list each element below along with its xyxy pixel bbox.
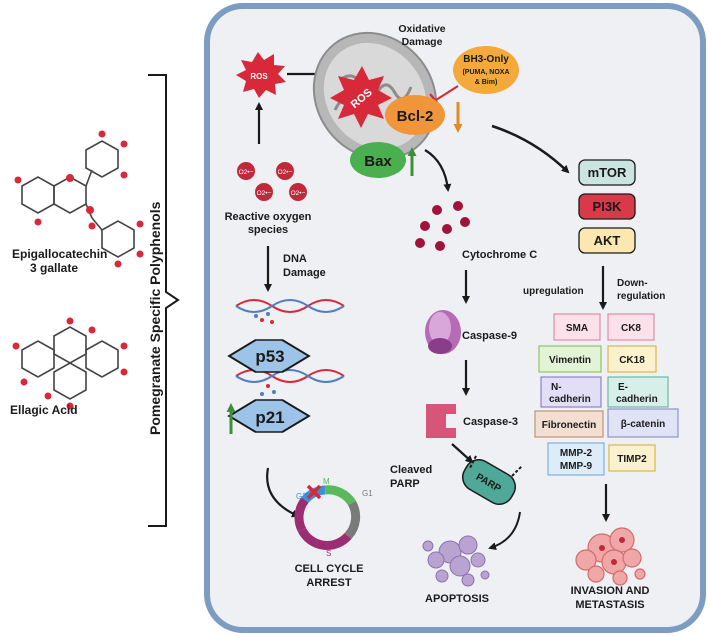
caspase9-icon bbox=[425, 310, 461, 354]
invasion-label-line1: INVASION AND bbox=[571, 585, 650, 597]
svg-text:β-catenin: β-catenin bbox=[621, 419, 665, 430]
grouping-brace bbox=[148, 74, 180, 527]
bh3-sub2: & Bim) bbox=[475, 79, 498, 86]
bh3-sub1: (PUMA, NOXA bbox=[462, 69, 509, 76]
marker-fibronectin: Fibronectin bbox=[534, 410, 604, 438]
caspase3-icon bbox=[426, 404, 456, 438]
svg-text:MMP-2: MMP-2 bbox=[560, 448, 593, 459]
arrow-caspase3-to-parp bbox=[451, 443, 474, 464]
svg-text:Fibronectin: Fibronectin bbox=[542, 420, 596, 431]
oxidative-damage-line2: Damage bbox=[402, 36, 443, 48]
superoxide-icon: O2•− bbox=[237, 162, 255, 180]
cell-cycle-label-line1: CELL CYCLE bbox=[295, 563, 364, 575]
p21-badge: p21 bbox=[227, 399, 311, 433]
svg-text:O2•−: O2•− bbox=[291, 190, 306, 197]
egcg-label-line2: 3 gallate bbox=[30, 261, 78, 275]
superoxide-icon: O2•− bbox=[255, 183, 273, 201]
p53-text: p53 bbox=[255, 347, 284, 366]
pi3k-text: PI3K bbox=[593, 199, 623, 214]
marker-n-cadherin: N- cadherin bbox=[540, 376, 602, 408]
svg-text:MMP-9: MMP-9 bbox=[560, 461, 593, 472]
phase-m-label: M bbox=[323, 477, 330, 486]
ros-badge: ROS bbox=[236, 52, 286, 98]
akt-box: AKT bbox=[578, 227, 636, 254]
bcl2-badge: Bcl-2 bbox=[385, 95, 445, 135]
reactive-oxygen-label-line1: Reactive oxygen bbox=[225, 211, 312, 223]
invasion-label-line2: METASTASIS bbox=[575, 599, 644, 611]
superoxide-icon: O2•− bbox=[276, 162, 294, 180]
phase-g1-label: G1 bbox=[362, 489, 373, 498]
bh3-title: BH3-Only bbox=[463, 54, 509, 65]
dna-damage-line2: Damage bbox=[283, 267, 326, 279]
p53-badge: p53 bbox=[227, 339, 311, 373]
marker-sma: SMA bbox=[553, 313, 601, 341]
polyphenol-group-label: Pomegranate Specific Polyphenols bbox=[147, 201, 163, 435]
mito-ros-badge: ROS bbox=[330, 66, 392, 128]
cytochrome-c-icon bbox=[415, 201, 470, 251]
arrow-mito-to-mtor bbox=[491, 124, 570, 174]
marker-beta-catenin: β-catenin bbox=[607, 408, 679, 438]
phase-s-label: S bbox=[326, 549, 331, 558]
apoptosis-label: APOPTOSIS bbox=[425, 593, 489, 605]
cleaved-parp-line1: Cleaved bbox=[390, 464, 432, 476]
mtor-box: mTOR bbox=[578, 159, 636, 186]
apoptotic-body-icon bbox=[422, 535, 490, 587]
marker-vimentin: Vimentin bbox=[538, 345, 602, 373]
cleaved-parp-line2: PARP bbox=[390, 478, 420, 490]
dna-damage-line1: DNA bbox=[283, 253, 307, 265]
oxidative-damage-line1: Oxidative bbox=[398, 23, 445, 35]
left-panel: Epigallocatechin 3 gallate Ellagic Acid … bbox=[10, 74, 180, 527]
egcg-label-line1: Epigallocatechin bbox=[12, 247, 107, 261]
marker-mmp: MMP-2 MMP-9 bbox=[547, 442, 605, 476]
bax-text: Bax bbox=[364, 153, 392, 170]
svg-text:E-: E- bbox=[618, 382, 628, 393]
svg-text:O2•−: O2•− bbox=[239, 169, 254, 176]
svg-text:cadherin: cadherin bbox=[616, 394, 658, 405]
akt-text: AKT bbox=[594, 233, 621, 248]
tumor-cluster-icon bbox=[575, 527, 646, 586]
upregulation-label: upregulation bbox=[523, 286, 584, 297]
mtor-text: mTOR bbox=[588, 165, 627, 180]
svg-text:TIMP2: TIMP2 bbox=[617, 454, 647, 465]
svg-text:SMA: SMA bbox=[566, 323, 588, 334]
marker-ck18: CK18 bbox=[607, 345, 657, 373]
ros-badge-text: ROS bbox=[250, 72, 268, 81]
svg-text:CK18: CK18 bbox=[619, 355, 645, 366]
phase-g2-label: G2 bbox=[296, 492, 307, 501]
bh3-only-badge: BH3-Only (PUMA, NOXA & Bim) bbox=[453, 46, 519, 94]
caspase9-label: Caspase-9 bbox=[462, 330, 517, 342]
svg-text:CK8: CK8 bbox=[621, 323, 641, 334]
egcg-molecule-icon bbox=[14, 130, 144, 268]
parp-badge: PARP bbox=[461, 455, 523, 505]
svg-text:O2•−: O2•− bbox=[257, 190, 272, 197]
ellagic-acid-label: Ellagic Acid bbox=[10, 403, 78, 417]
marker-ck8: CK8 bbox=[607, 313, 655, 341]
downregulation-line2: regulation bbox=[617, 291, 665, 302]
cell-cycle-label-line2: ARREST bbox=[306, 577, 352, 589]
marker-e-cadherin: E- cadherin bbox=[607, 376, 669, 408]
cytochrome-label: Cytochrome C bbox=[462, 249, 537, 261]
superoxide-group: O2•− O2•− O2•− O2•− bbox=[237, 162, 307, 201]
bax-badge: Bax bbox=[350, 142, 406, 178]
cell-cycle-block-icon bbox=[306, 484, 322, 500]
marker-timp2: TIMP2 bbox=[608, 444, 656, 472]
svg-text:cadherin: cadherin bbox=[549, 394, 591, 405]
dna-helix-icon bbox=[235, 299, 345, 396]
svg-text:O2•−: O2•− bbox=[278, 169, 293, 176]
bcl2-text: Bcl-2 bbox=[397, 108, 434, 125]
pi3k-box: PI3K bbox=[578, 193, 636, 220]
arrow-mito-to-cytochrome bbox=[424, 149, 452, 192]
svg-text:N-: N- bbox=[551, 382, 562, 393]
p21-text: p21 bbox=[255, 408, 284, 427]
reactive-oxygen-label-line2: species bbox=[248, 224, 288, 236]
arrow-parp-to-apoptosis bbox=[488, 511, 521, 551]
downregulation-line1: Down- bbox=[617, 278, 648, 289]
ellagic-acid-molecule-icon bbox=[12, 317, 128, 410]
caspase3-label: Caspase-3 bbox=[463, 416, 518, 428]
svg-text:Vimentin: Vimentin bbox=[549, 355, 591, 366]
superoxide-icon: O2•− bbox=[289, 183, 307, 201]
arrow-p21-to-cycle bbox=[266, 467, 300, 518]
